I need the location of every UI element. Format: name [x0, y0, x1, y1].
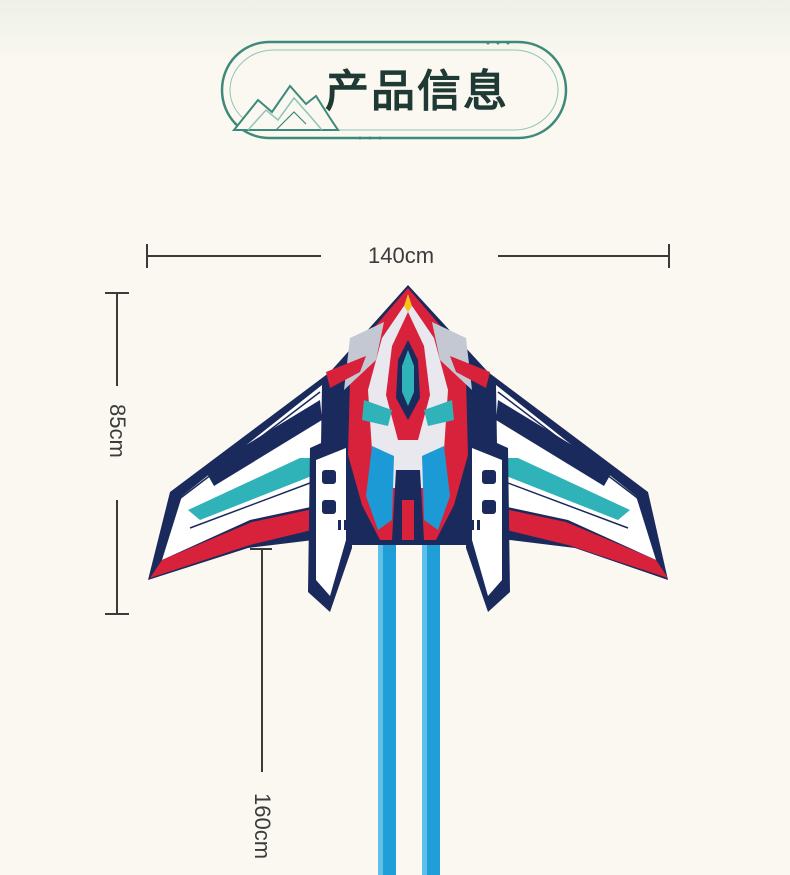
height-dimension-label: 85cm	[105, 404, 130, 458]
height-dimension-tick-bottom	[105, 613, 129, 615]
width-dimension-tick-right	[668, 244, 670, 268]
width-dimension-label: 140cm	[368, 243, 435, 268]
page-title: 产品信息	[325, 66, 509, 117]
kite-tail-ribbons	[378, 540, 440, 875]
mountain-icon	[231, 84, 340, 131]
width-dimension-line-right	[498, 255, 669, 257]
height-dimension-line-top	[116, 292, 118, 386]
kite-illustration	[148, 285, 668, 875]
width-dimension-line-left	[146, 255, 321, 257]
title-badge-frame	[220, 40, 568, 140]
tail-dimension-line	[261, 548, 263, 772]
height-dimension-line-bottom	[116, 500, 118, 614]
